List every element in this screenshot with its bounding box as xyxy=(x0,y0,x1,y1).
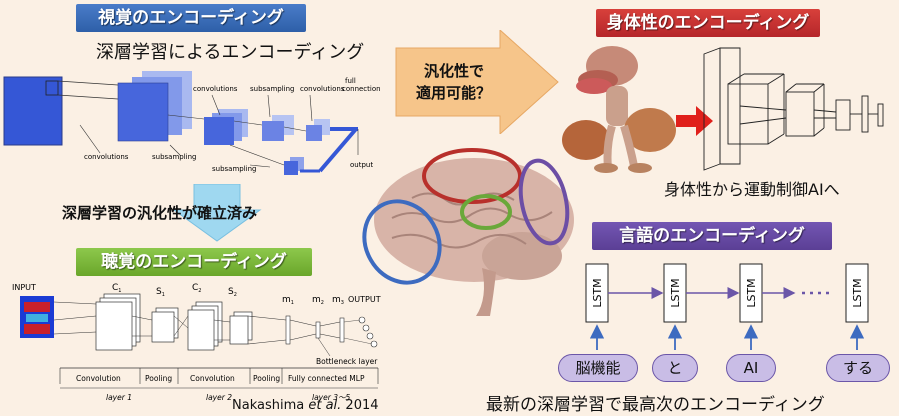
cnn-label-subsampling-a: subsampling xyxy=(250,85,295,93)
s1-maps xyxy=(151,311,175,343)
fc-label: Fully connected MLP xyxy=(288,374,365,383)
center-arrow-line2: 適用可能？ xyxy=(416,84,492,102)
convolution-label-2: Convolution xyxy=(190,374,235,383)
lstm-cell-label-3: LSTM xyxy=(745,278,758,307)
cnn-label-full: full xyxy=(345,77,356,85)
lstm-cell-label-2: LSTM xyxy=(669,278,682,307)
cnn-label-connection: connection xyxy=(342,85,381,93)
m1-layer xyxy=(285,315,291,345)
center-arrow xyxy=(395,30,559,134)
cnn-label-subsampling-lower: subsampling xyxy=(212,165,257,173)
token-bubble-4: する xyxy=(826,354,890,382)
m2-layer xyxy=(315,321,321,339)
svg-text:m1: m1 xyxy=(282,295,294,306)
embodiment-layer-4 xyxy=(861,95,869,133)
output-nodes xyxy=(370,340,378,348)
brain-ring-blue xyxy=(362,199,442,285)
language-encoding-banner: 言語のエンコーディング xyxy=(592,222,832,250)
auditory-cnn-diagram: INPUT C1 S1 C2 S2 m1 m2 m3 OUTPUT Bottle… xyxy=(12,283,381,402)
token-bubble-3: AI xyxy=(726,354,776,382)
cnn-label-convolutions-a: convolutions xyxy=(193,85,238,93)
cnn-input-map xyxy=(3,76,63,146)
svg-text:C2: C2 xyxy=(192,283,201,294)
citation: Nakashima et al. 2014 xyxy=(232,398,379,413)
down-arrow xyxy=(172,184,262,242)
svg-text:S1: S1 xyxy=(156,287,165,298)
layer35-label: layer 3～5 xyxy=(312,393,350,402)
citation-etal: et al. xyxy=(308,398,342,413)
lstm-cell-label-4: LSTM xyxy=(851,278,864,307)
citation-author: Nakashima xyxy=(232,398,309,413)
m3-layer xyxy=(339,317,345,343)
embodiment-layer-5 xyxy=(877,103,884,127)
lstm-cell-label-1: LSTM xyxy=(591,278,604,307)
cnn-feature-map-3 xyxy=(262,121,284,141)
embodiment-encoding-banner: 身体性のエンコーディング xyxy=(596,9,820,37)
embodiment-layer-1 xyxy=(727,83,769,145)
auditory-encoding-banner: 聴覚のエンコーディング xyxy=(76,248,312,276)
cnn-label-subsampling-bottom: subsampling xyxy=(152,153,197,161)
layer2-label: layer 2 xyxy=(206,393,232,402)
svg-text:S2: S2 xyxy=(228,287,237,298)
svg-text:m2: m2 xyxy=(312,295,324,306)
cnn-feature-map-5 xyxy=(284,161,298,175)
convolution-label-1: Convolution xyxy=(76,374,121,383)
bottleneck-label: Bottleneck layer xyxy=(316,357,378,366)
embodiment-layer-2 xyxy=(785,91,815,137)
pooling-label-2: Pooling xyxy=(253,374,280,383)
brain-ring-red xyxy=(422,148,522,204)
s2-maps xyxy=(229,315,249,345)
cnn-feature-map-4 xyxy=(306,125,322,141)
svg-text:C1: C1 xyxy=(112,283,121,294)
embodiment-layer-3 xyxy=(835,99,851,131)
brain-ring-green xyxy=(460,194,512,230)
lstm-cell-4 xyxy=(845,263,869,323)
homunculus-illustration xyxy=(562,46,676,173)
brain-illustration xyxy=(362,148,574,316)
svg-text:m3: m3 xyxy=(332,295,344,306)
brain-ring-purple xyxy=(518,158,570,246)
citation-year: 2014 xyxy=(341,398,379,413)
cnn-feature-map-1 xyxy=(117,82,169,142)
visual-subtitle: 深層学習によるエンコーディング xyxy=(96,42,365,63)
cnn-label-output: output xyxy=(350,161,373,169)
pooling-label-1: Pooling xyxy=(145,374,172,383)
c1-maps xyxy=(95,301,133,351)
cnn-feature-map-2 xyxy=(204,117,234,145)
layer1-label: layer 1 xyxy=(106,393,132,402)
token-bubble-2: と xyxy=(652,354,698,382)
cnn-diagram: convolutions subsampling convolutions fu… xyxy=(3,71,381,175)
embodiment-network-diagram xyxy=(703,47,884,171)
language-caption: 最新の深層学習で最高次のエンコーディング xyxy=(486,395,825,415)
output-label: OUTPUT xyxy=(348,295,381,304)
generalization-established-text: 深層学習の汎化性が確立済み xyxy=(62,204,258,222)
center-arrow-line1: 汎化性で xyxy=(424,62,485,80)
embodiment-caption: 身体性から運動制御AIへ xyxy=(664,180,840,199)
input-label: INPUT xyxy=(12,283,36,292)
cnn-label-convolutions-bottom: convolutions xyxy=(84,153,129,161)
lstm-diagram: LSTM LSTM LSTM LSTM xyxy=(585,263,869,350)
visual-encoding-banner: 視覚のエンコーディング xyxy=(76,4,306,32)
token-bubble-1: 脳機能 xyxy=(558,354,638,382)
cnn-label-convolutions-b: convolutions xyxy=(300,85,345,93)
c2-maps xyxy=(187,309,215,351)
